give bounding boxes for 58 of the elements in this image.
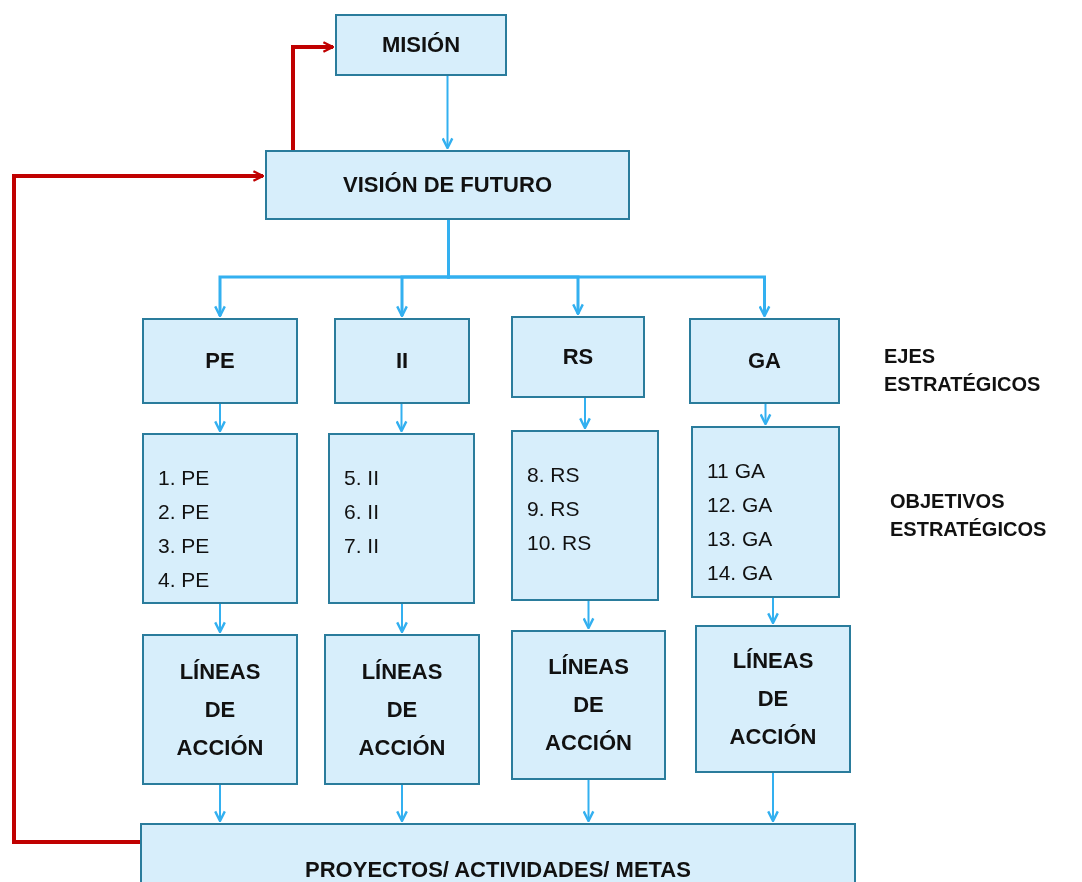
list-item: 4. PE <box>158 567 210 593</box>
process-box <box>335 14 507 76</box>
process-box <box>511 630 666 780</box>
box-title: LÍNEAS DE ACCIÓN <box>728 647 818 751</box>
process-box <box>334 318 470 404</box>
arrow <box>214 784 226 823</box>
arrow <box>767 597 779 625</box>
process-box <box>140 823 856 882</box>
arrow <box>214 403 226 433</box>
arrow <box>395 403 408 433</box>
box-title: RS <box>562 343 594 371</box>
list-item: 13. GA <box>707 526 773 552</box>
box-title: LÍNEAS DE ACCIÓN <box>357 657 447 762</box>
box-title: II <box>395 347 409 375</box>
list-item: 7. II <box>344 533 380 559</box>
arrow <box>759 403 772 426</box>
box-title: MISIÓN <box>381 31 461 59</box>
arrow <box>582 600 595 630</box>
process-box <box>511 316 645 398</box>
box-title: PROYECTOS/ ACTIVIDADES/ METAS <box>305 856 691 882</box>
arrow <box>396 784 408 823</box>
list-item: 10. RS <box>527 530 592 556</box>
list-item: 9. RS <box>527 496 580 522</box>
list-item: 14. GA <box>707 560 773 586</box>
side-label: OBJETIVOS ESTRATÉGICOS <box>890 489 1048 542</box>
list-item: 6. II <box>344 499 380 525</box>
arrow <box>447 220 771 318</box>
list-item: 8. RS <box>527 462 580 488</box>
arrow <box>396 603 408 634</box>
box-title: GA <box>748 347 781 375</box>
list-box <box>511 430 659 601</box>
process-box <box>689 318 840 404</box>
box-title: PE <box>205 347 235 375</box>
process-box <box>695 625 851 773</box>
list-item: 2. PE <box>158 499 210 525</box>
list-item: 3. PE <box>158 533 210 559</box>
list-item: 5. II <box>344 465 380 491</box>
process-box <box>265 150 630 220</box>
arrow <box>582 779 595 823</box>
arrow <box>12 170 265 844</box>
box-title: LÍNEAS DE ACCIÓN <box>175 657 265 762</box>
list-box <box>328 433 475 604</box>
arrow <box>767 772 779 823</box>
list-item: 1. PE <box>158 465 210 491</box>
side-label: EJES ESTRATÉGICOS <box>884 344 1042 397</box>
list-box <box>142 433 298 604</box>
box-title: LÍNEAS DE ACCIÓN <box>544 653 633 757</box>
list-item: 12. GA <box>707 492 773 518</box>
list-item: 11 GA <box>707 458 765 484</box>
arrow <box>579 397 591 430</box>
process-box <box>142 634 298 785</box>
list-box <box>691 426 840 598</box>
box-title: VISIÓN DE FUTURO <box>343 171 552 199</box>
arrow <box>291 41 335 150</box>
arrow <box>441 75 454 150</box>
process-box <box>142 318 298 404</box>
arrow <box>214 603 226 634</box>
process-box <box>324 634 480 785</box>
